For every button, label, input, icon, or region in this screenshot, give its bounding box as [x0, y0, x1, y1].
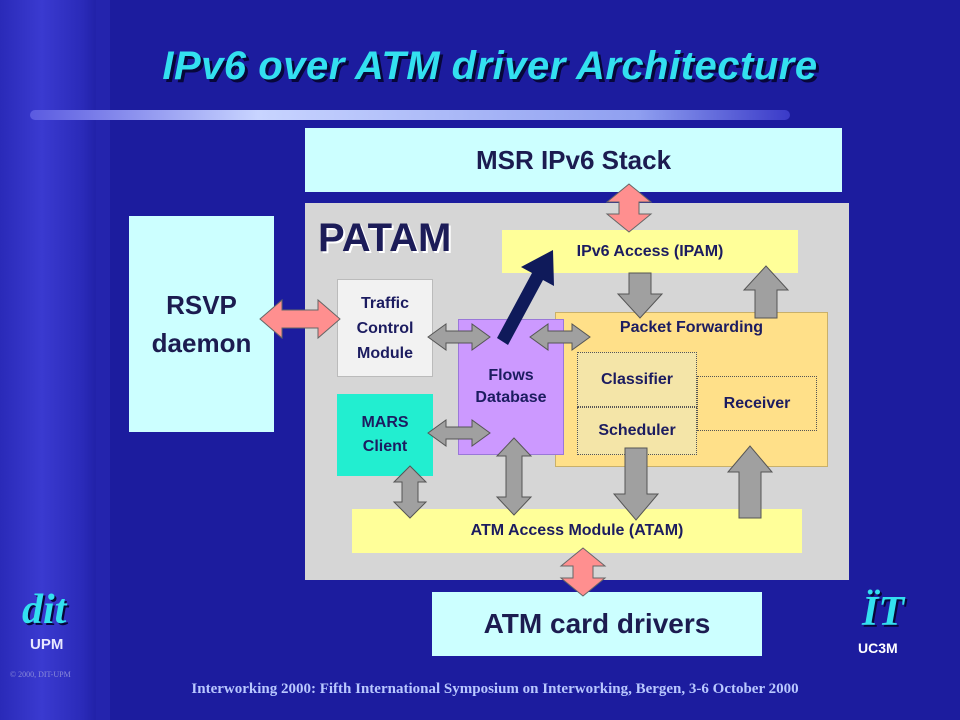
flows-pf-double-arrow [529, 323, 591, 351]
it-logo: ÏT [862, 589, 904, 635]
flows-db-line-1: Flows [488, 367, 534, 384]
traffic-control-line-3: Module [357, 344, 413, 362]
mars-atam-double-arrow [392, 465, 428, 519]
left-decorative-band [0, 0, 104, 720]
left-band-edge [96, 0, 110, 720]
atm-card-drivers-box: ATM card drivers [432, 592, 762, 656]
traffic-control-line-2: Control [356, 319, 414, 337]
rsvp-line-1: RSVP [166, 290, 237, 320]
classifier-box: Classifier [577, 352, 697, 407]
copyright-note: © 2000, DIT-UPM [10, 670, 71, 679]
tc-flows-double-arrow [427, 323, 491, 351]
mars-flows-double-arrow [427, 419, 491, 447]
flows-to-ipam-arrow [497, 250, 554, 345]
msr-patam-double-arrow [605, 183, 653, 233]
atam-drivers-double-arrow [559, 547, 607, 597]
patam-label: PATAM [318, 216, 452, 260]
upm-label: UPM [30, 636, 64, 653]
atam-box: ATM Access Module (ATAM) [352, 509, 802, 553]
mars-line-2: Client [362, 438, 408, 455]
rsvp-tc-double-arrow [259, 298, 341, 340]
slide-title: IPv6 over ATM driver Architecture [162, 44, 818, 88]
flows-atam-double-arrow [495, 437, 533, 516]
traffic-control-line-1: Traffic [360, 294, 409, 312]
msr-ipv6-stack-box: MSR IPv6 Stack [305, 128, 842, 192]
flows-db-line-2: Database [475, 389, 547, 406]
uc3m-label: UC3M [858, 640, 898, 656]
dit-logo: dit [22, 587, 67, 633]
pf-to-ipam-arrow [742, 265, 790, 319]
mars-line-1: MARS [361, 414, 409, 431]
scheduler-to-atam-arrow [612, 447, 660, 521]
traffic-control-module-box: Traffic Control Module [337, 279, 433, 377]
rsvp-line-2: daemon [151, 328, 252, 358]
mars-client-box: MARS Client [337, 394, 433, 476]
atam-to-receiver-arrow [726, 445, 774, 519]
footer-text: Interworking 2000: Fifth International S… [191, 681, 799, 697]
packet-forwarding-label: Packet Forwarding [619, 319, 764, 336]
title-underline-bar [30, 110, 790, 120]
ipam-to-pf-arrow [616, 272, 664, 319]
rsvp-daemon-box: RSVP daemon [129, 216, 274, 432]
receiver-box: Receiver [697, 376, 817, 431]
